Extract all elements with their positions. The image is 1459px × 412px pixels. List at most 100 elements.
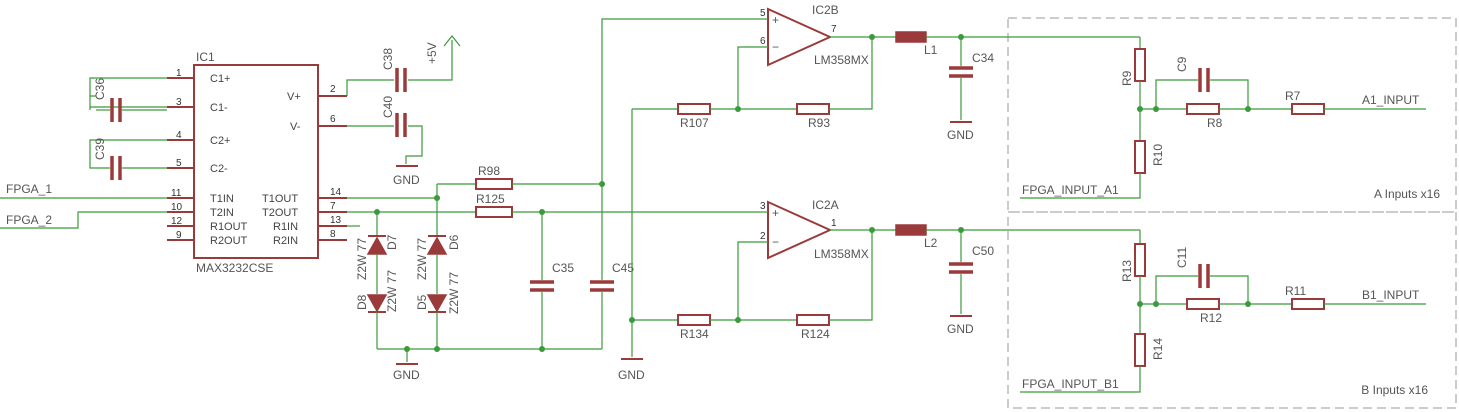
l2-label: L2 <box>924 236 938 250</box>
ic2a-pin: 1 <box>831 218 837 229</box>
ic1-max3232: IC1 MAX3232CSE 1 3 4 5 11 10 12 9 C1+ C1… <box>167 50 347 275</box>
ic2b-pin: 7 <box>831 24 837 35</box>
ic2b-minus: − <box>772 40 779 54</box>
d8-zener <box>366 294 388 313</box>
gnd-label: GND <box>393 173 420 187</box>
ic1-pin-num: 7 <box>330 201 336 212</box>
ic2b-triangle <box>767 7 833 67</box>
ic2a-pin: 2 <box>760 231 766 242</box>
r11 <box>1291 298 1325 310</box>
r7-label: R7 <box>1285 89 1301 103</box>
r13-label: R13 <box>1120 260 1134 282</box>
ic1-pin-num: 14 <box>330 187 342 198</box>
d6-label: D6 <box>447 234 461 250</box>
r107-label: R107 <box>680 116 709 130</box>
ic2b-opamp: + − 5 6 7 IC2B LM358MX <box>737 3 869 109</box>
ic2a-opamp: + − 3 2 1 IC2A LM358MX <box>737 198 869 320</box>
group-b-frame <box>1007 211 1457 409</box>
r93 <box>796 103 830 115</box>
r13 <box>1134 243 1146 277</box>
d6-zener <box>426 236 448 255</box>
ic1-pin-num: 2 <box>330 84 336 95</box>
r134-label: R134 <box>680 327 709 341</box>
ic1-pin-num: 6 <box>330 114 336 125</box>
d7-label: D7 <box>385 234 399 250</box>
ic1-body <box>193 64 319 259</box>
c38-label: C38 <box>381 48 395 70</box>
ic1-pin-label: C1- <box>210 102 228 114</box>
fpga-input-a1-label: FPGA_INPUT_A1 <box>1022 183 1119 197</box>
r14 <box>1134 333 1146 367</box>
ic1-pin-label: T2IN <box>210 207 234 219</box>
ic2b-pin: 6 <box>760 36 766 47</box>
ic2b-plus: + <box>772 13 779 27</box>
junctions <box>374 34 1251 352</box>
ic1-name: IC1 <box>196 50 215 64</box>
l2-inductor <box>895 224 927 236</box>
ic1-pin-num: 3 <box>176 97 182 108</box>
r10-label: R10 <box>1151 144 1165 166</box>
group-b-label: B Inputs x16 <box>1361 383 1428 397</box>
r8-label: R8 <box>1207 116 1223 130</box>
ic1-pin-num: 12 <box>171 216 183 227</box>
r9-label: R9 <box>1120 70 1134 86</box>
ic1-pin-num: 8 <box>330 229 336 240</box>
ic2a-name: IC2A <box>812 198 839 212</box>
plus5v-arrow <box>443 35 461 47</box>
l1-inductor <box>895 31 927 43</box>
d5-zener <box>426 294 448 313</box>
l1-label: L1 <box>924 43 938 57</box>
ic1-pin-num: 9 <box>176 230 182 241</box>
r134 <box>677 314 711 326</box>
c9-label: C9 <box>1175 56 1189 72</box>
r124-label: R124 <box>801 327 830 341</box>
d5-part: Z2W 77 <box>447 272 461 314</box>
ic1-pin-label: V- <box>290 121 301 133</box>
r11-label: R11 <box>1285 284 1306 298</box>
r125 <box>475 206 513 218</box>
r93-label: R93 <box>808 116 830 130</box>
r10 <box>1134 140 1146 174</box>
ic2a-plus: + <box>772 206 779 220</box>
ic1-pin-label: R2OUT <box>210 235 248 247</box>
c45-label: C45 <box>612 261 634 275</box>
ic1-pin-label: T1OUT <box>262 193 298 205</box>
ic2a-triangle <box>767 200 833 260</box>
ic1-pin-label: V+ <box>287 91 301 103</box>
r12 <box>1186 298 1220 310</box>
r14-label: R14 <box>1151 338 1165 360</box>
c11-label: C11 <box>1175 247 1189 268</box>
gnd-label: GND <box>947 322 974 336</box>
r107 <box>677 103 711 115</box>
d5-label: D5 <box>415 294 429 310</box>
ic1-pin-num: 11 <box>171 188 182 199</box>
d8-part: Z2W 77 <box>385 270 399 312</box>
ic1-pin-label: C2- <box>210 163 228 175</box>
ic1-pin-label: T2OUT <box>262 207 298 219</box>
r125-label: R125 <box>476 192 505 206</box>
group-a-label: A Inputs x16 <box>1374 187 1440 201</box>
d6-part: Z2W 77 <box>415 238 429 280</box>
ic2a-part: LM358MX <box>814 247 869 261</box>
ic1-pin-label: C1+ <box>210 73 231 85</box>
gnd-label: GND <box>393 368 420 382</box>
r7 <box>1291 103 1325 115</box>
r124 <box>796 314 830 326</box>
ic1-pin-num: 10 <box>171 202 183 213</box>
gnd-label: GND <box>947 128 974 142</box>
b1-input-label: B1_INPUT <box>1362 288 1420 302</box>
ic1-pin-label: T1IN <box>210 193 234 205</box>
r8 <box>1186 103 1220 115</box>
c35-label: C35 <box>552 261 574 275</box>
d7-zener <box>366 236 388 255</box>
r98 <box>475 178 513 190</box>
a1-input-label: A1_INPUT <box>1362 93 1420 107</box>
ic1-pin-label: C2+ <box>210 135 231 147</box>
ic2b-part: LM358MX <box>814 53 869 67</box>
ic2a-pin: 3 <box>760 201 766 212</box>
fpga-input-b1-label: FPGA_INPUT_B1 <box>1022 377 1119 391</box>
ic1-part: MAX3232CSE <box>196 261 273 275</box>
ic2b-pin: 5 <box>760 8 766 19</box>
c50-label: C50 <box>972 244 994 258</box>
